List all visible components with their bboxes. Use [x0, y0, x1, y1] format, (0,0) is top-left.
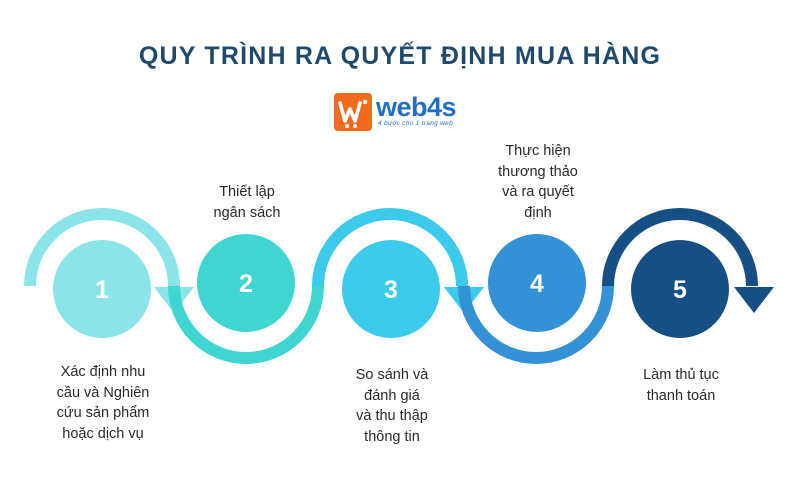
- step-3: 3: [342, 240, 440, 338]
- step-2-label: Thiết lập ngân sách: [172, 182, 322, 223]
- step-1-label-line: Xác định nhu: [60, 364, 146, 380]
- step-4: 4: [488, 234, 586, 332]
- step-5-label-line: thanh toán: [646, 387, 716, 404]
- step-4-label: Thực hiện thương thảo và ra quyết định: [463, 141, 613, 223]
- step-4-arc: [458, 285, 614, 364]
- step-3-circle: [342, 240, 440, 338]
- step-1-label-line: cầu và Nghiên: [56, 384, 150, 401]
- step-1-number: 1: [95, 276, 109, 304]
- step-3-number: 3: [384, 276, 398, 304]
- web4s-logo-tagline: 4 bước cho 1 trang web: [378, 120, 453, 127]
- step-4-number: 4: [530, 270, 544, 298]
- step-5-arrowhead-icon: [734, 287, 774, 313]
- step-1-label-line: hoặc dịch vụ: [62, 425, 144, 442]
- step-5-circle: [631, 240, 729, 338]
- step-3-label-line: So sánh và: [355, 367, 429, 383]
- step-5-label-line: Làm thủ tục: [643, 367, 719, 383]
- step-2-label-line: ngân sách: [213, 204, 281, 221]
- step-2-arc: [168, 285, 324, 364]
- step-4-label-line: Thực hiện: [505, 143, 571, 159]
- step-4-circle: [488, 234, 586, 332]
- step-5: 5: [631, 240, 729, 338]
- step-4-label-line: định: [524, 204, 552, 221]
- step-3-label-line: thông tin: [364, 428, 420, 445]
- step-5-arc: [602, 208, 758, 287]
- step-1-arc: [24, 208, 180, 287]
- step-2-number: 2: [239, 270, 253, 298]
- web4s-logo-badge-icon: [334, 93, 372, 131]
- step-2: 2: [197, 234, 295, 332]
- step-3-label-line: đánh giá: [364, 387, 420, 404]
- step-4-label-line: thương thảo: [498, 163, 578, 180]
- step-2-label-line: Thiết lập: [219, 184, 275, 200]
- step-1-circle: [53, 240, 151, 338]
- step-3-label-line: và thu thập: [356, 408, 428, 424]
- web4s-logo-wordmark: web4s: [376, 92, 457, 122]
- step-1-label-line: cứu sản phẩm: [56, 405, 150, 421]
- page-title: QUY TRÌNH RA QUYẾT ĐỊNH MUA HÀNG: [138, 42, 662, 70]
- step-1: 1: [53, 240, 151, 338]
- step-4-label-line: và ra quyết: [502, 184, 574, 200]
- step-2-circle: [197, 234, 295, 332]
- step-3-arc: [312, 208, 468, 287]
- step-5-label: Làm thủ tục thanh toán: [606, 365, 756, 406]
- step-5-number: 5: [673, 276, 687, 304]
- step-1-label: Xác định nhu cầu và Nghiên cứu sản phẩm …: [28, 362, 178, 444]
- web4s-logo: web4s 4 bước cho 1 trang web: [334, 92, 474, 131]
- step-3-label: So sánh và đánh giá và thu thập thông ti…: [317, 365, 467, 447]
